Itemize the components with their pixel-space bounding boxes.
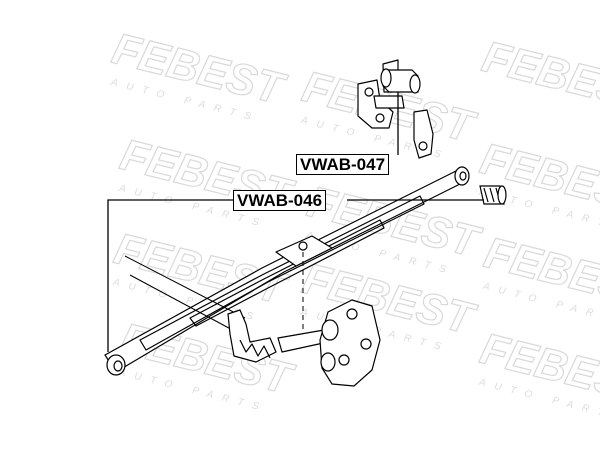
shackle-bolt-left-bottom (375, 113, 385, 123)
shackle-bushing-lower (373, 95, 405, 109)
shock-mount-boss-lower (320, 352, 336, 372)
shackle-assembly (357, 59, 434, 159)
axle-lines (124, 252, 304, 338)
hanger-serrated (239, 339, 271, 359)
shock-mount-boss (321, 319, 339, 341)
axle-line-upper (124, 255, 246, 319)
shackle-bushing-end-far (409, 74, 421, 94)
watermark-mid-left: FEBEST AUTO PARTS (115, 130, 300, 231)
shackle-bushing-end (380, 68, 392, 88)
watermark-top-right: FEBEST (477, 32, 600, 123)
spring-hanger (227, 309, 329, 363)
hanger-plate (227, 309, 277, 363)
part-number-vwab-047: VWAB-047 (296, 154, 390, 175)
center-bolt (298, 241, 308, 251)
watermark-brand: FEBEST (478, 32, 600, 122)
part-number-vwab-046: VWAB-046 (233, 190, 327, 211)
shock-mount (319, 299, 381, 387)
leaf-spring-third (189, 219, 385, 327)
watermark-top-left: FEBEST AUTO PARTS (107, 24, 292, 125)
shackle-bolt-right (418, 141, 428, 151)
shackle-bolt-left-top (364, 87, 374, 97)
spring-eye-front-hole (113, 360, 123, 372)
spring-eye-rear-hole (459, 171, 467, 181)
leaf-spring (104, 166, 470, 376)
shock-mount-hole-2 (360, 338, 372, 350)
callout-lines (107, 92, 484, 352)
center-clamp (275, 235, 333, 267)
rear-bushing-end (497, 185, 507, 205)
watermark-low-right: FEBEST AUTO PARTS (479, 228, 600, 329)
leader-vwab-046 (107, 199, 233, 352)
rear-bushing (479, 185, 507, 205)
shock-mount-hole-1 (346, 308, 358, 320)
shock-mount-hole-3 (338, 354, 350, 366)
axle-line-lower (129, 274, 241, 335)
watermark-bottom-left: FEBEST AUTO PARTS (115, 314, 300, 415)
watermark-bottom-right: FEBEST AUTO PARTS (475, 324, 600, 425)
leaf-spring-second (139, 195, 425, 351)
